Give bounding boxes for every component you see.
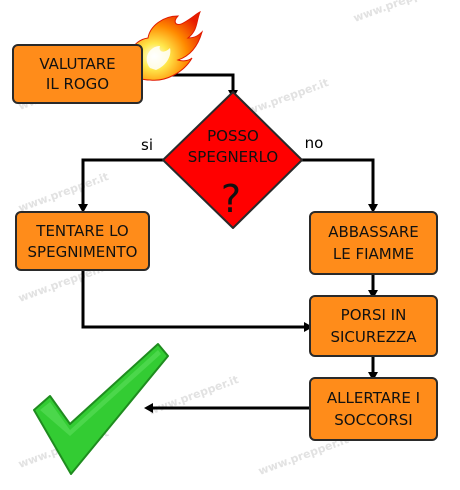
node-label-line: PORSI IN (341, 306, 407, 324)
node-label-line: LE FIAMME (333, 245, 414, 263)
arrowhead-right (304, 322, 313, 332)
node-tentare-lo-spegnimento: TENTARE LO SPEGNIMENTO (15, 211, 150, 271)
decision-label-line: POSSO (207, 127, 259, 145)
node-abbassare-le-fiamme: ABBASSARE LE FIAMME (309, 211, 438, 275)
watermark-text: www.prepper.it (17, 170, 111, 215)
connector-decision-no (302, 158, 375, 206)
decision-label-line: SPEGNERLO (188, 148, 278, 166)
connector-layer (81, 73, 375, 410)
checkmark-icon (33, 343, 169, 475)
arrowhead-down (78, 204, 88, 213)
node-label-line: TENTARE LO (35, 222, 128, 240)
arrowhead-down (368, 204, 378, 213)
node-label-line: ABBASSARE (328, 223, 419, 241)
arrowhead-down (368, 372, 378, 381)
watermark-text: www.prepper.it (147, 373, 241, 418)
arrowhead-left (144, 403, 153, 413)
branch-label-no: no (305, 134, 324, 152)
node-label-line: VALUTARE (39, 55, 115, 73)
node-label-line: SICUREZZA (330, 328, 417, 346)
node-label-line: SOCCORSI (334, 411, 412, 429)
arrowhead-layer (78, 90, 378, 413)
node-allertare-i-soccorsi: ALLERTARE I SOCCORSI (309, 377, 438, 441)
decision-posso-spegnerlo: POSSO SPEGNERLO ? (162, 91, 303, 229)
node-label-line: SPEGNIMENTO (28, 243, 138, 261)
connector-decision-yes (81, 158, 163, 206)
fire-icon (128, 10, 204, 81)
node-label-line: ALLERTARE I (327, 389, 420, 407)
node-label-line: IL ROGO (46, 75, 109, 93)
arrowhead-down (368, 290, 378, 299)
connector-tentare-to-porsi (81, 270, 307, 329)
question-mark: ? (221, 177, 241, 221)
node-valutare-il-rogo: VALUTARE IL ROGO (12, 44, 143, 104)
branch-label-yes: si (141, 136, 153, 154)
watermark-text: www.prepper.it (352, 0, 446, 25)
node-porsi-in-sicurezza: PORSI IN SICUREZZA (309, 295, 438, 357)
